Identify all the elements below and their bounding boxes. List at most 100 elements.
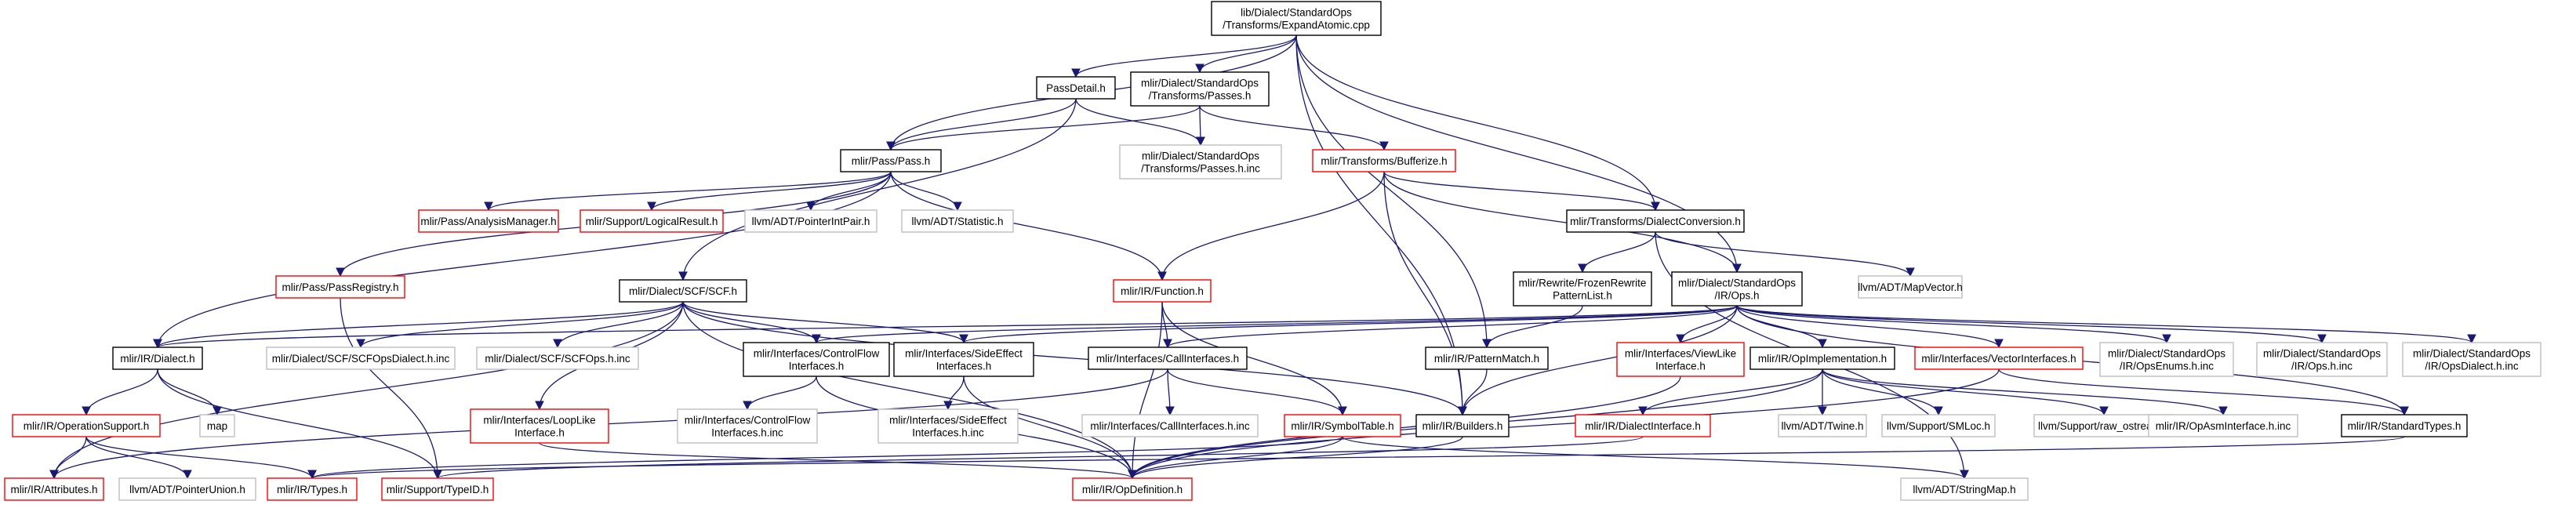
node-root[interactable]: lib/Dialect/StandardOps/Transforms/Expan… — [1211, 1, 1382, 36]
node-box — [1036, 76, 1116, 100]
edge-symboltable-to-types — [307, 436, 1343, 480]
edge-scf-to-sideeffect — [682, 301, 968, 344]
node-box — [1858, 275, 1963, 299]
node-opasmif[interactable]: mlir/IR/OpAsmInterface.h.inc — [2148, 414, 2298, 437]
node-box — [199, 414, 235, 437]
node-box — [112, 347, 203, 370]
node-ptrunion[interactable]: llvm/ADT/PointerUnion.h — [118, 477, 256, 501]
edge-builders-to-opdef — [1128, 436, 1463, 480]
node-box — [118, 477, 256, 501]
node-label-line: PatternList.h — [1553, 290, 1612, 302]
node-label-line: /Transforms/Passes.h.inc — [1141, 163, 1260, 175]
node-types[interactable]: mlir/IR/Types.h — [267, 477, 358, 501]
node-attributes[interactable]: mlir/IR/Attributes.h — [4, 477, 104, 501]
node-bufferize[interactable]: mlir/Transforms/Bufferize.h — [1312, 149, 1456, 172]
node-dialect[interactable]: mlir/IR/Dialect.h — [112, 347, 203, 370]
edge-root-to-patternmatch — [1295, 34, 1491, 349]
node-std_passes_inc[interactable]: mlir/Dialect/StandardOps/Transforms/Pass… — [1119, 144, 1282, 180]
node-passdetail[interactable]: PassDetail.h — [1036, 76, 1116, 100]
node-box — [1749, 347, 1895, 370]
node-opsenums[interactable]: mlir/Dialect/StandardOps/IR/OpsEnums.h.i… — [2099, 342, 2234, 377]
edge-stdops-to-viewlike — [1676, 305, 1738, 344]
node-opimpl[interactable]: mlir/IR/OpImplementation.h — [1749, 347, 1895, 370]
node-label-line: /IR/Ops.h — [1714, 290, 1759, 302]
node-label-line: mlir/Pass/Pass.h — [852, 155, 931, 167]
node-stdops[interactable]: mlir/Dialect/StandardOps/IR/Ops.h — [1671, 271, 1803, 307]
node-label-line: mlir/Dialect/StandardOps — [2263, 348, 2381, 360]
edge-vectorif-to-stdtypes — [1998, 368, 2409, 416]
node-label-line: mlir/Transforms/DialectConversion.h — [1570, 216, 1741, 227]
edge-sideeffect-to-opdef — [963, 376, 1137, 480]
node-smloc[interactable]: llvm/Support/SMLoc.h — [1881, 414, 1996, 437]
node-cflowinc[interactable]: mlir/Interfaces/ControlFlowInterfaces.h.… — [677, 408, 818, 444]
node-builders[interactable]: mlir/IR/Builders.h — [1415, 414, 1510, 437]
node-mapvector[interactable]: llvm/ADT/MapVector.h — [1858, 275, 1963, 299]
edge-root-to-dialectconv — [1295, 34, 1660, 212]
node-symboltable[interactable]: mlir/IR/SymbolTable.h — [1284, 414, 1401, 437]
node-opdef[interactable]: mlir/IR/OpDefinition.h — [1072, 477, 1193, 501]
node-label-line: mlir/Dialect/SCF/SCF.h — [629, 285, 737, 297]
node-typeid[interactable]: mlir/Support/TypeID.h — [381, 477, 494, 501]
node-box — [2341, 414, 2468, 437]
node-function[interactable]: mlir/IR/Function.h — [1113, 279, 1212, 303]
edge-frozen-to-patternmatch — [1482, 305, 1583, 349]
node-box — [2148, 414, 2298, 437]
node-passreg[interactable]: mlir/Pass/PassRegistry.h — [275, 275, 405, 299]
node-stringmap[interactable]: llvm/ADT/StringMap.h — [1900, 477, 2029, 501]
node-ptrintpair[interactable]: llvm/ADT/PointerIntPair.h — [744, 209, 877, 233]
node-callif[interactable]: mlir/Interfaces/CallInterfaces.h — [1088, 347, 1248, 370]
node-box — [2256, 342, 2388, 377]
node-vectorif[interactable]: mlir/Interfaces/VectorInterfaces.h — [1914, 347, 2084, 370]
edge-scf-to-scfopsdialect — [356, 301, 684, 349]
edge-cflow-to-cflowinc — [743, 376, 817, 411]
node-label-line: mlir/Interfaces/LoopLike — [483, 415, 595, 426]
node-patternmatch[interactable]: mlir/IR/PatternMatch.h — [1425, 347, 1549, 370]
node-map[interactable]: map — [199, 414, 235, 437]
edge-dialectconv-to-mapvector — [1655, 231, 1915, 278]
edge-std_passes-to-bufferize — [1199, 105, 1389, 151]
edge-scf-to-opdef — [682, 301, 1137, 480]
node-stdtypes[interactable]: mlir/IR/StandardTypes.h — [2341, 414, 2468, 437]
node-std_passes[interactable]: mlir/Dialect/StandardOps/Transforms/Pass… — [1130, 71, 1270, 107]
node-label-line: mlir/IR/OpImplementation.h — [1758, 353, 1887, 365]
node-sideeffectinc[interactable]: mlir/Interfaces/SideEffectInterfaces.h.i… — [877, 408, 1019, 444]
edge-dialect-to-typeid — [157, 368, 442, 480]
node-analysis[interactable]: mlir/Pass/AnalysisManager.h — [418, 209, 559, 233]
node-label-line: llvm/Support/SMLoc.h — [1887, 420, 1990, 432]
edge-std_passes-to-pass_h — [886, 105, 1201, 151]
node-label-line: /Transforms/ExpandAtomic.cpp — [1223, 20, 1370, 31]
node-box — [1072, 477, 1193, 501]
node-scfopsdialect[interactable]: mlir/Dialect/SCF/SCFOpsDialect.h.inc — [266, 347, 456, 370]
node-twine[interactable]: llvm/ADT/Twine.h — [1778, 414, 1867, 437]
node-scf[interactable]: mlir/Dialect/SCF/SCF.h — [619, 279, 747, 303]
node-rawostream[interactable]: llvm/Support/raw_ostream.h — [2033, 414, 2175, 437]
node-label-line: mlir/Dialect/StandardOps — [2413, 348, 2531, 360]
node-dialectif[interactable]: mlir/IR/DialectInterface.h — [1575, 414, 1711, 437]
node-label-line: mlir/Rewrite/FrozenRewrite — [1519, 278, 1647, 289]
node-scfops[interactable]: mlir/Dialect/SCF/SCFOps.h.inc — [476, 347, 639, 370]
edge-pass_h-to-statistic — [890, 171, 962, 212]
node-box — [476, 347, 639, 370]
node-statistic[interactable]: llvm/ADT/Statistic.h — [901, 209, 1014, 233]
node-pass_h[interactable]: mlir/Pass/Pass.h — [840, 149, 942, 172]
edge-bufferize-to-builders — [1383, 171, 1467, 416]
edge-dialectif-to-typeid — [433, 436, 1644, 480]
node-label-line: /IR/OpsEnums.h.inc — [2120, 361, 2214, 372]
node-box — [2099, 342, 2234, 377]
node-opsdialect[interactable]: mlir/Dialect/StandardOps/IR/OpsDialect.h… — [2402, 342, 2541, 377]
node-opsinc[interactable]: mlir/Dialect/StandardOps/IR/Ops.h.inc — [2256, 342, 2388, 377]
node-dialectconv[interactable]: mlir/Transforms/DialectConversion.h — [1566, 209, 1745, 233]
node-callifinc[interactable]: mlir/Interfaces/CallInterfaces.h.inc — [1081, 414, 1259, 437]
node-logical[interactable]: mlir/Support/LogicalResult.h — [580, 209, 724, 233]
node-label-line: mlir/Interfaces/SideEffect — [905, 348, 1023, 360]
node-box — [1312, 149, 1456, 172]
edge-stdops-to-vectorif — [1736, 305, 2004, 349]
node-opsupport[interactable]: mlir/IR/OperationSupport.h — [12, 414, 161, 437]
node-box — [580, 209, 724, 233]
node-box — [619, 279, 747, 303]
